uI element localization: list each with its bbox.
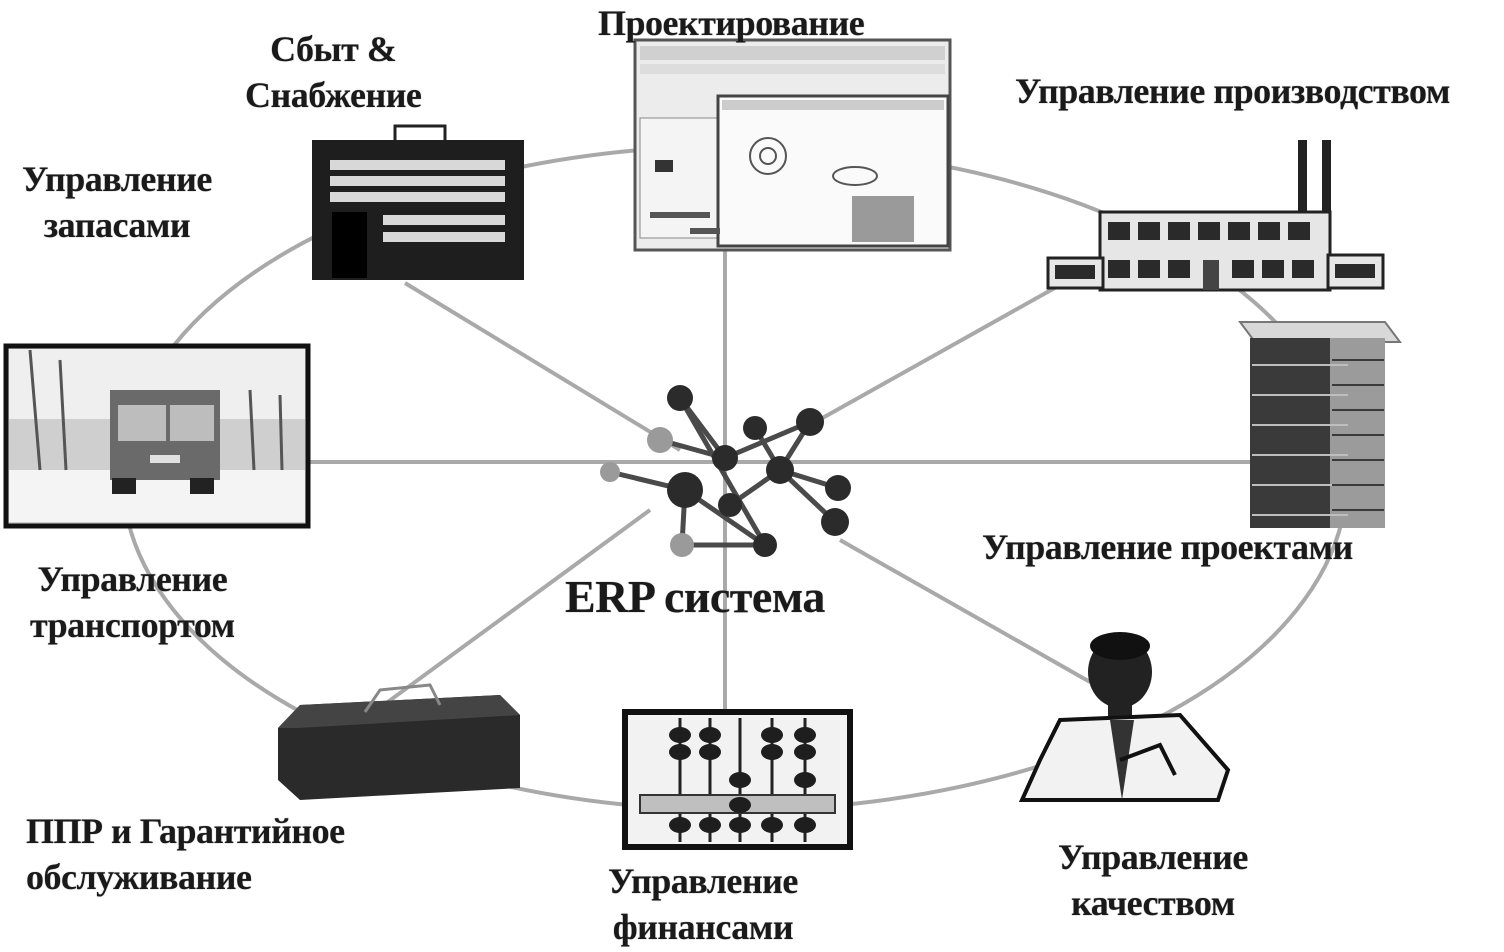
label-sales-supply: Сбыт & Снабжение	[245, 26, 422, 118]
scientist-icon	[1018, 632, 1231, 802]
label-maintenance-line1: ППР и Гарантийное	[26, 811, 345, 851]
label-quality-line1: Управление	[1058, 837, 1248, 877]
label-maintenance-line2: обслуживание	[26, 857, 252, 897]
toolbox-icon	[278, 683, 520, 800]
label-production-text: Управление производством	[1015, 71, 1450, 111]
truck-photo-icon	[3, 343, 311, 529]
cad-screen-icon	[633, 38, 952, 252]
label-sales-line2: Снабжение	[245, 75, 422, 115]
label-projects: Управление проектами	[982, 524, 1353, 570]
label-transport: Управление транспортом	[30, 556, 235, 648]
label-production: Управление производством	[1015, 68, 1450, 114]
factory-icon	[1046, 140, 1385, 292]
label-design-text: Проектирование	[598, 3, 865, 43]
erp-network-icon	[600, 385, 851, 557]
label-inventory: Управление запасами	[22, 156, 212, 248]
brick-warehouse-icon	[1238, 321, 1402, 528]
label-erp-system: ERP система	[565, 574, 825, 620]
label-design: Проектирование	[598, 0, 865, 46]
spokes	[310, 250, 1250, 717]
label-finance-line2: финансами	[612, 907, 794, 947]
label-finance: Управление финансами	[608, 858, 798, 950]
label-transport-line2: транспортом	[30, 605, 235, 645]
building-icon	[312, 124, 524, 280]
label-erp-system-text: ERP система	[565, 571, 825, 622]
abacus-icon	[622, 709, 853, 850]
label-sales-line1: Сбыт &	[270, 29, 397, 69]
label-quality: Управление качеством	[1058, 834, 1248, 926]
label-inventory-line1: Управление	[22, 159, 212, 199]
label-maintenance: ППР и Гарантийное обслуживание	[26, 808, 345, 900]
label-projects-text: Управление проектами	[982, 527, 1353, 567]
label-transport-line1: Управление	[37, 559, 228, 599]
label-quality-line2: качеством	[1071, 883, 1235, 923]
label-inventory-line2: запасами	[43, 205, 191, 245]
label-finance-line1: Управление	[608, 861, 798, 901]
